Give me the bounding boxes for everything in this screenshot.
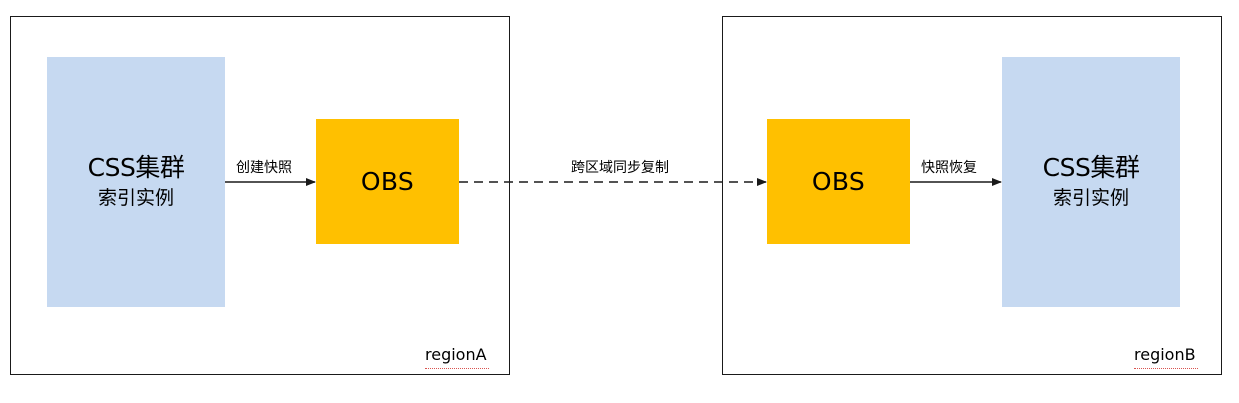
obs-b-node: OBS	[767, 119, 910, 244]
css-cluster-a-node: CSS集群 索引实例	[47, 57, 225, 307]
region-b-label: regionB	[1134, 345, 1196, 364]
restore-edge-label: 快照恢复	[921, 160, 977, 176]
obs-a-node: OBS	[316, 119, 459, 244]
region-a-label: regionA	[425, 345, 487, 364]
css-cluster-a-subtitle: 索引实例	[97, 187, 174, 209]
region-a-spellcheck-underline	[425, 365, 489, 369]
region-b-spellcheck-underline	[1134, 365, 1198, 369]
css-cluster-b-subtitle: 索引实例	[1052, 187, 1129, 209]
obs-a-label: OBS	[360, 167, 415, 196]
snapshot-edge-label: 创建快照	[236, 160, 292, 176]
replicate-edge-label: 跨区域同步复制	[571, 160, 669, 176]
css-cluster-b-title: CSS集群	[1042, 153, 1140, 182]
css-cluster-a-title: CSS集群	[87, 153, 185, 182]
region-b-container	[722, 16, 1222, 375]
obs-b-label: OBS	[811, 167, 866, 196]
region-a-container	[10, 16, 510, 375]
css-cluster-b-node: CSS集群 索引实例	[1002, 57, 1180, 307]
